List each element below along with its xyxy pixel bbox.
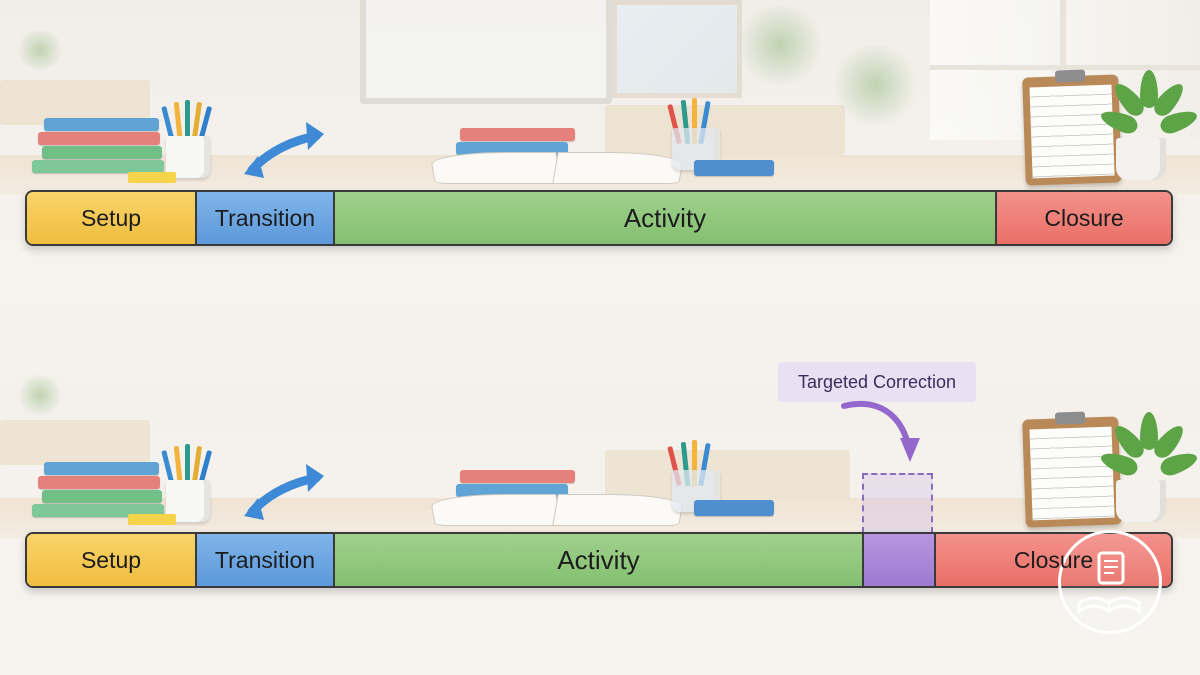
book	[694, 160, 774, 176]
book	[694, 500, 774, 516]
segment-transition: Transition	[197, 534, 335, 586]
blurred-plant	[15, 30, 65, 70]
segment-label: Activity	[623, 202, 707, 233]
sticky-notes	[128, 172, 176, 183]
logo-badge-icon	[1058, 530, 1162, 634]
logo-mark	[1077, 551, 1141, 614]
segment-label: Transition	[214, 546, 316, 573]
segment-targeted-correction	[864, 534, 936, 586]
shelf	[0, 420, 150, 465]
segment-label: Transition	[214, 204, 316, 231]
shelf	[605, 450, 850, 500]
shelf	[605, 105, 845, 155]
segment-closure: Closure	[997, 192, 1171, 244]
open-book-icon	[429, 492, 685, 526]
blurred-plant	[15, 375, 65, 415]
segment-activity: Activity	[335, 192, 997, 244]
timeline-with-correction: Setup Transition Activity Closure	[25, 532, 1173, 588]
blurred-plant	[735, 5, 825, 85]
timeline-original: Setup Transition Activity Closure	[25, 190, 1173, 246]
segment-activity: Activity	[335, 534, 864, 586]
segment-label: Setup	[80, 546, 142, 573]
swap-arrow-icon	[244, 464, 324, 520]
whiteboard	[360, 0, 612, 104]
open-book-icon	[429, 150, 685, 184]
segment-setup: Setup	[27, 192, 197, 244]
targeted-correction-label: Targeted Correction	[778, 362, 976, 402]
clipboard-icon	[1022, 69, 1122, 186]
segment-label: Activity	[557, 544, 640, 575]
segment-label: Closure	[1044, 204, 1124, 231]
swap-arrow-icon	[244, 122, 324, 178]
curved-arrow-icon	[841, 401, 920, 462]
correction-placeholder	[862, 473, 933, 533]
blurred-plant	[830, 45, 920, 125]
segment-label: Setup	[80, 204, 142, 231]
sticky-notes	[128, 514, 176, 525]
shelf	[0, 80, 150, 125]
segment-transition: Transition	[197, 192, 335, 244]
clipboard-icon	[1022, 411, 1122, 528]
wall-map	[612, 0, 742, 98]
segment-label: Closure	[1013, 546, 1094, 573]
segment-setup: Setup	[27, 534, 197, 586]
callout-text: Targeted Correction	[797, 371, 957, 392]
